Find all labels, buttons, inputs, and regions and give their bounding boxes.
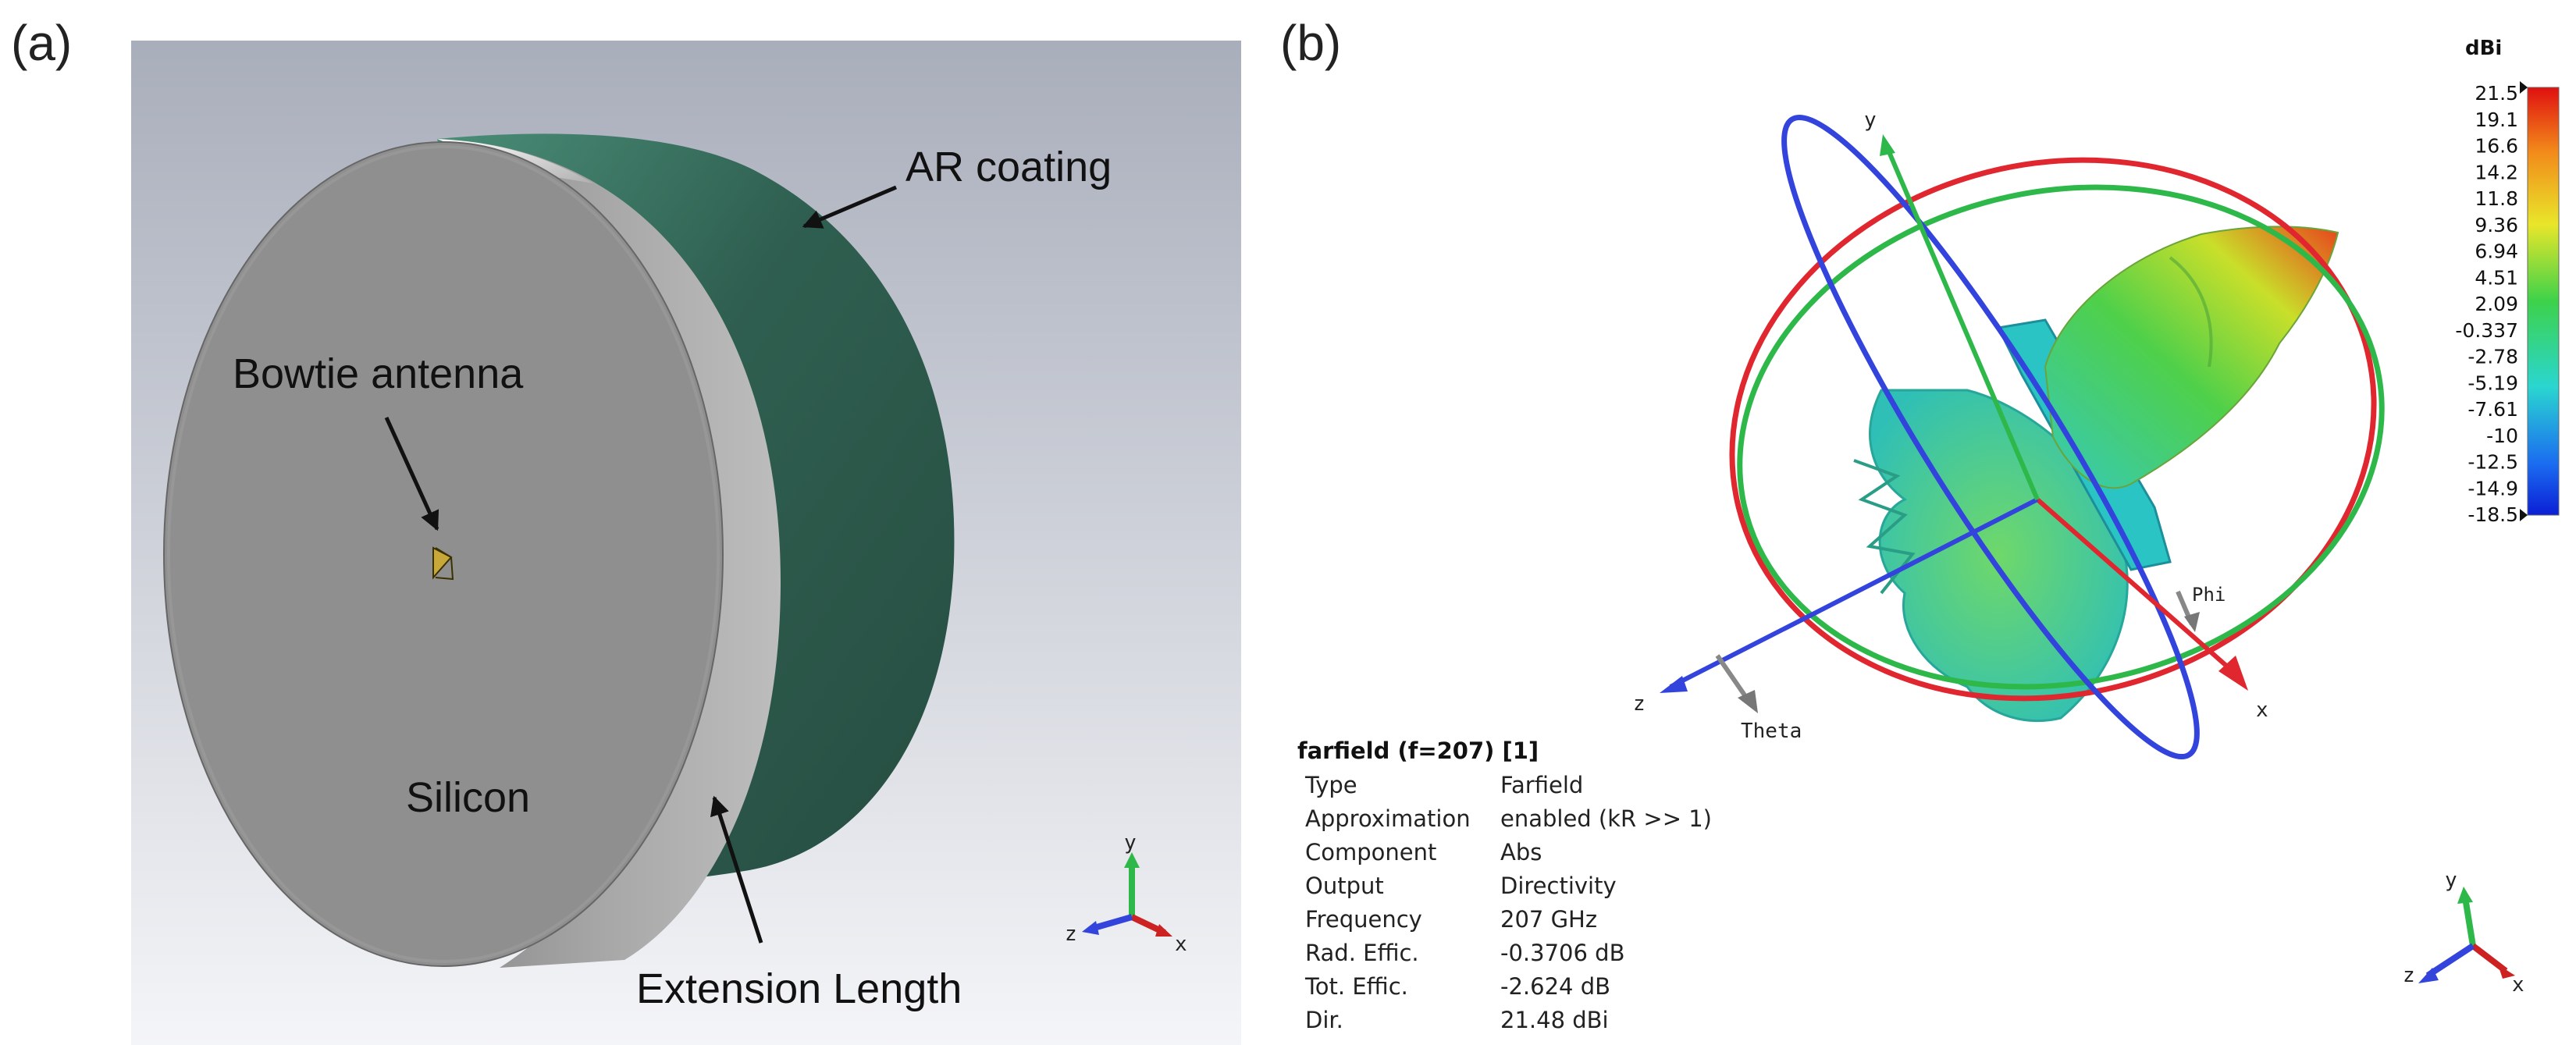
theta-arrow [1715,654,1751,702]
axis-x-line [2036,497,2234,674]
axis-z-line [1669,497,2039,689]
bowtie-antenna [432,546,454,581]
colorbar-tick: -0.337 [2455,319,2518,342]
colorbar: dBi 21.5 19.1 16.6 14.2 11.8 9.36 6.94 4.51 2.09… [2455,37,2560,526]
colorbar-tick: 19.1 [2475,108,2518,131]
info-value: -0.3706 dB [1500,940,1624,966]
colorbar-tick: -10 [2486,425,2518,447]
main-lobe [2044,226,2339,489]
extension-length-arrow [710,795,763,944]
bowtie-arrow [384,416,439,531]
axis-triad-b: y x z [2403,869,2524,997]
info-value: Abs [1500,839,1542,866]
colorbar-tick: -2.78 [2467,346,2518,368]
info-value: 21.48 dBi [1500,1007,1609,1033]
ring-z [1781,114,2200,760]
silicon-rim [437,139,781,968]
info-key: Rad. Effic. [1305,940,1419,966]
extension-length-label: Extension Length [636,965,962,1012]
axis-y-line [1885,147,2040,501]
info-key: Type [1304,772,1357,798]
info-value: -2.624 dB [1500,973,1610,1000]
ar-coating-arrow [802,185,897,229]
info-value: Directivity [1500,873,1617,899]
axis-triad-a: y x z [1065,831,1187,956]
info-title: farfield (f=207) [1] [1297,738,1539,764]
info-key: Frequency [1305,906,1422,933]
axis-x-label-b2: x [2512,973,2524,997]
info-key: Dir. [1305,1007,1343,1033]
colorbar-gradient [2527,87,2560,516]
colorbar-tick: 2.09 [2475,293,2518,315]
ring-x [1729,157,2377,702]
ring-y [1737,184,2385,690]
axis-x-label-b: x [2256,698,2268,722]
colorbar-tick: 16.6 [2475,135,2518,158]
phi-label: Phi [2192,584,2226,606]
info-key: Tot. Effic. [1304,973,1408,1000]
colorbar-tick: -14.9 [2467,477,2518,499]
axis-y-label-b2: y [2445,869,2457,892]
colorbar-tick: 21.5 [2475,82,2518,105]
colorbar-tick: -12.5 [2467,451,2518,474]
panel-b: y x z Theta Phi dBi 21.5 19.1 16.6 14.2 11.8… [1297,37,2560,1033]
bowtie-antenna-label: Bowtie antenna [233,350,524,397]
colorbar-unit: dBi [2465,37,2502,60]
colorbar-tick: -7.61 [2467,398,2518,421]
colorbar-tick: 6.94 [2475,240,2518,263]
colorbar-tick: -18.5 [2467,503,2518,526]
farfield-pattern [1853,226,2339,723]
colorbar-tick: 11.8 [2475,187,2518,210]
axis-z-label-a: z [1065,922,1077,946]
axis-z-label-b: z [1633,692,1646,716]
panel-a: AR coating Bowtie antenna Silicon Extens… [131,41,1241,1045]
info-key: Output [1305,873,1384,899]
info-value: 207 GHz [1500,906,1597,933]
colorbar-ticks: 21.5 19.1 16.6 14.2 11.8 9.36 6.94 4.51 2.09 -0.3… [2455,82,2518,526]
panel-label-b: (b) [1280,15,1342,71]
axis-z-label-b2: z [2403,964,2415,987]
colorbar-tick: 4.51 [2475,266,2518,289]
colorbar-tick: -5.19 [2467,371,2518,394]
colorbar-tick: 14.2 [2475,161,2518,183]
colorbar-tick: 9.36 [2475,214,2518,236]
axis-y-label-a: y [1124,831,1137,855]
info-key: Approximation [1305,805,1471,832]
ar-coating-label: AR coating [906,144,1112,190]
info-value: Farfield [1500,772,1583,798]
info-value: enabled (kR >> 1) [1500,805,1712,832]
theta-label: Theta [1741,720,1802,743]
info-key: Component [1305,839,1436,866]
axis-y-label-b: y [1864,108,1877,132]
axis-x-label-a: x [1175,933,1187,956]
info-block: farfield (f=207) [1] Type FarfieldApproxi… [1297,738,1712,1033]
silicon-label: Silicon [406,774,530,821]
panel-label-a: (a) [11,15,73,71]
